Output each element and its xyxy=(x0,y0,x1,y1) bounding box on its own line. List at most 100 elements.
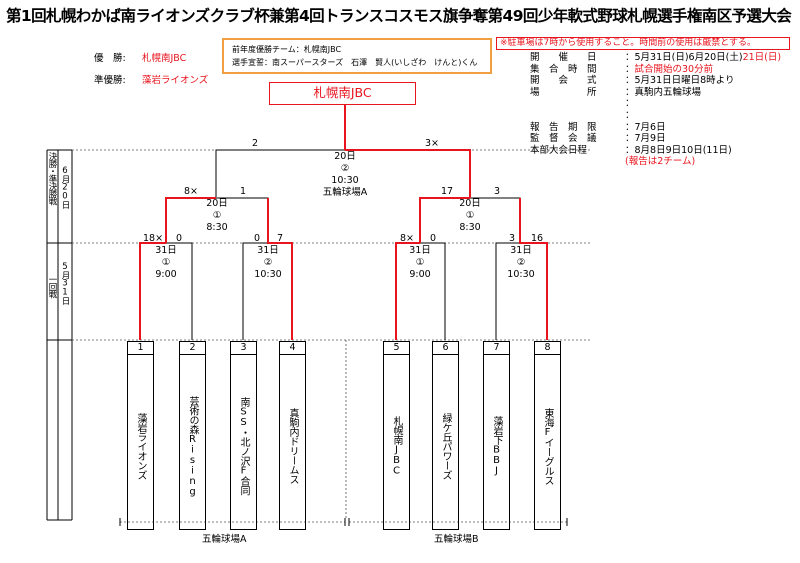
team-name: 藻岩下BBJ xyxy=(483,354,510,530)
team-slot: 2 芸術の森Rising xyxy=(179,341,206,530)
schedule-row-note: (報告は2チーム) xyxy=(530,156,781,168)
semi2-left-path xyxy=(419,197,470,243)
r1-game1-info: 31日 ① 9:00 xyxy=(146,245,186,281)
meeting-label: 監 督 会 議 xyxy=(530,133,597,145)
previous-year-box: 前年度優勝チーム：札幌南JBC 選手宣誓：南スーパースターズ 石澤 賢人(いしざ… xyxy=(222,38,492,74)
r1-game2-left-score: 0 xyxy=(254,233,261,244)
gather-value: ： xyxy=(625,63,635,75)
semi2-time: 8:30 xyxy=(459,222,481,233)
semi1-left-score: 8× xyxy=(184,186,199,197)
final-left-path xyxy=(215,149,345,197)
r1-game3-time: 9:00 xyxy=(409,269,431,280)
r1-game2-right-score: 7 xyxy=(277,233,284,244)
meeting-value: ：7月9日 xyxy=(625,133,666,145)
r1-game3-date: 31日 xyxy=(409,245,431,256)
final-date: 20日 xyxy=(334,151,356,162)
schedule-row-blank2: ： xyxy=(530,110,781,122)
r1-team5-path xyxy=(395,242,420,340)
semi1-time: 8:30 xyxy=(206,222,228,233)
semi1-left-path xyxy=(165,197,216,243)
team-name: 東海Fイーグルス xyxy=(534,354,561,530)
team-name: 芸術の森Rising xyxy=(179,354,206,530)
semi2-info: 20日 ① 8:30 xyxy=(450,198,490,234)
team-number: 8 xyxy=(534,341,561,354)
semi2-left-score: 17 xyxy=(441,186,454,197)
r1-game4-time: 10:30 xyxy=(507,269,535,280)
place-label: 場 所 xyxy=(530,86,597,98)
final-right-score: 3× xyxy=(425,138,440,149)
r1-game1-date: 31日 xyxy=(155,245,177,256)
final-left-score: 2 xyxy=(252,138,259,149)
previous-champion-text: 前年度優勝チーム：札幌南JBC xyxy=(232,45,342,54)
schedule-row-period: 開 催 日 ：5月31日(日)6月20日(土)21日(日) xyxy=(530,52,781,64)
r1-game2-time: 10:30 xyxy=(254,269,282,280)
semi2-game-no: ① xyxy=(465,210,475,221)
r1-team1-path xyxy=(139,242,166,340)
team-slot: 4 真駒内ドリームス xyxy=(279,341,306,530)
team-slot: 5 札幌南JBC xyxy=(383,341,410,530)
semi1-game-no: ① xyxy=(212,210,222,221)
final-venue: 五輪球場A xyxy=(322,187,368,198)
champion-value: 札幌南JBC xyxy=(142,53,187,64)
period-label: 開 催 日 xyxy=(530,52,597,63)
place-value: ：真駒内五輪球場 xyxy=(625,86,702,98)
team-slot: 7 藻岩下BBJ xyxy=(483,341,510,530)
team-name: 南SS・北ノ沢F合同 xyxy=(230,354,257,530)
r1-game2-info: 31日 ② 10:30 xyxy=(248,245,288,281)
r1-game3-no: ① xyxy=(415,257,425,268)
page-title: 第1回札幌わかば南ライオンズクラブ杯兼第4回トランスコスモス旗争奪第49回少年軟… xyxy=(6,7,792,25)
r1-game4-left-score: 3 xyxy=(509,233,516,244)
team-number: 4 xyxy=(279,341,306,354)
schedule-row-blank1: ： xyxy=(530,98,781,110)
semi1-date: 20日 xyxy=(206,198,228,209)
final-right-path xyxy=(345,149,471,198)
schedule-row-main: 本部大会日程：8月8日9日10日(11日) xyxy=(530,145,781,157)
semi2-right-score: 3 xyxy=(494,186,501,197)
r1-game3-right-score: 0 xyxy=(430,233,437,244)
final-game-info: 20日 ② 10:30 五輪球場A xyxy=(305,151,385,199)
main-note: (報告は2チーム) xyxy=(625,156,696,168)
final-time: 10:30 xyxy=(331,175,359,186)
r1-game4-date: 31日 xyxy=(510,245,532,256)
r1-game1-time: 9:00 xyxy=(155,269,177,280)
final-round-label: 決勝・準決勝戦 xyxy=(47,152,57,205)
report-label: 報 告 期 限 xyxy=(530,121,597,133)
r1-game1-left-score: 18× xyxy=(143,233,164,244)
schedule-row-report: 報 告 期 限：7月6日 xyxy=(530,122,781,134)
team-number: 3 xyxy=(230,341,257,354)
schedule-info: 開 催 日 ：5月31日(日)6月20日(土)21日(日) 集 合 時 間：試合開… xyxy=(530,52,781,168)
schedule-row-gather: 集 合 時 間：試合開始の30分前 xyxy=(530,64,781,76)
semi2-date: 20日 xyxy=(459,198,481,209)
team-name: 真駒内ドリームス xyxy=(279,354,306,530)
r1-game3-info: 31日 ① 9:00 xyxy=(400,245,440,281)
team-slot: 3 南SS・北ノ沢F合同 xyxy=(230,341,257,530)
final-round-date: 6月20日 xyxy=(60,166,70,208)
first-round-label: 一回戦 xyxy=(47,275,57,298)
runner-up-label: 準優勝: xyxy=(94,75,126,86)
r1-game2-date: 31日 xyxy=(257,245,279,256)
dot-1: ： xyxy=(625,98,635,110)
r1-game2-no: ② xyxy=(263,257,273,268)
r1-game4-no: ② xyxy=(516,257,526,268)
team-slot: 6 緑ケ丘パワーズ xyxy=(432,341,459,530)
team-name: 緑ケ丘パワーズ xyxy=(432,354,459,530)
schedule-row-ceremony: 開 会 式：5月31日日曜日8時より xyxy=(530,75,781,87)
schedule-row-meeting: 監 督 会 議 ：7月9日 xyxy=(530,133,781,145)
final-game-no: ② xyxy=(340,163,350,174)
period-red: 21日(日) xyxy=(742,52,782,63)
schedule-row-place: 場 所 ：真駒内五輪球場 xyxy=(530,87,781,99)
r1-game3-left-score: 8× xyxy=(400,233,415,244)
period-value: ：5月31日(日)6月20日(土) xyxy=(625,52,743,63)
team-number: 6 xyxy=(432,341,459,354)
venue-a-label: 五輪球場A xyxy=(202,534,247,545)
parking-notice: ※駐車場は7時から使用すること。時間前の使用は厳禁とする。 xyxy=(496,37,790,50)
r1-game1-right-score: 0 xyxy=(176,233,183,244)
ceremony-label: 開 会 式 xyxy=(530,75,597,87)
r1-game4-info: 31日 ② 10:30 xyxy=(501,245,541,281)
venue-b-label: 五輪球場B xyxy=(434,534,479,545)
champion-label: 優 勝: xyxy=(94,53,126,64)
gather-red: 試合開始の30分前 xyxy=(634,63,714,75)
main-label: 本部大会日程 xyxy=(530,144,588,156)
oath-text: 選手宣誓：南スーパースターズ 石澤 賢人(いしざわ けんと)くん xyxy=(232,58,478,67)
